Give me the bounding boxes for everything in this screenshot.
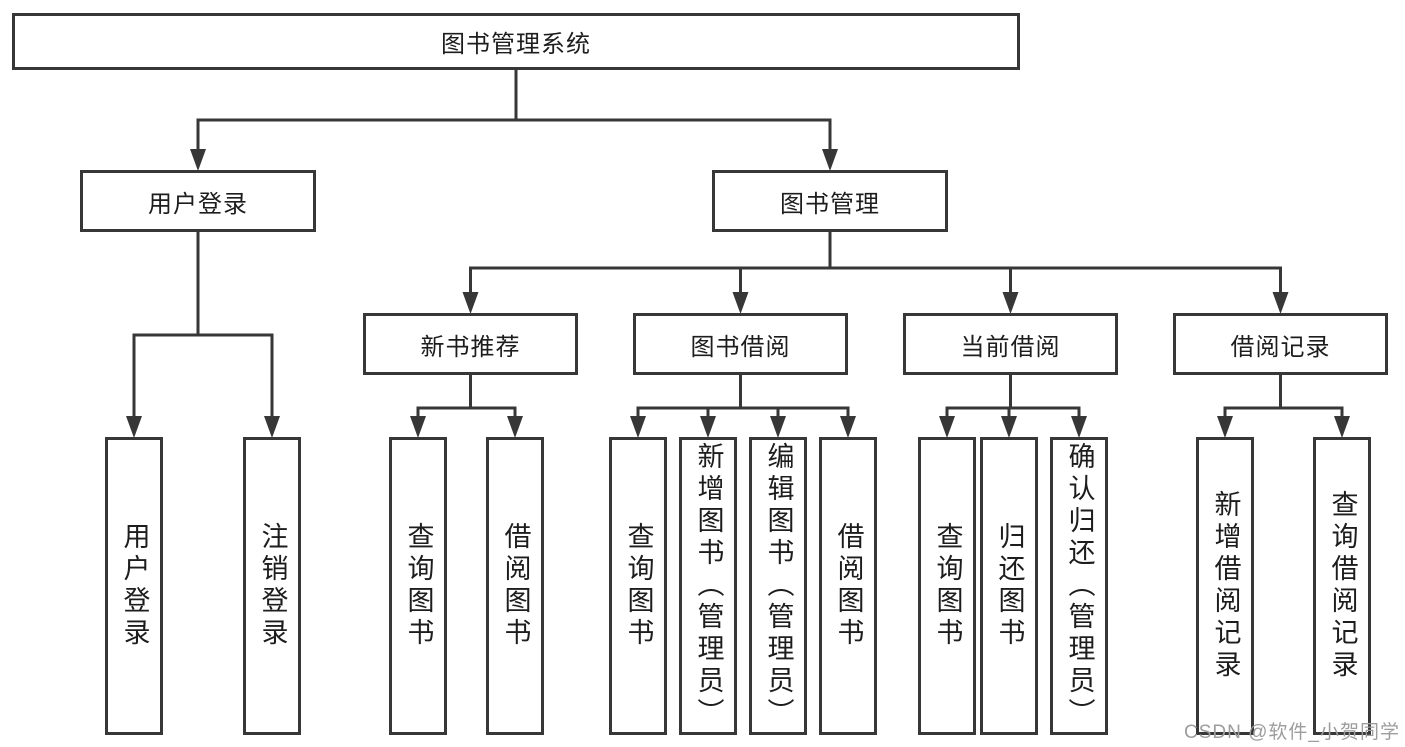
arrowhead-icon <box>840 416 856 438</box>
node-system: 图书管理系统 <box>12 13 1020 70</box>
arrowhead-icon <box>1217 416 1233 438</box>
arrowhead-icon <box>822 149 838 171</box>
arrowhead-icon <box>1272 292 1289 314</box>
arrowhead-icon <box>1071 416 1087 438</box>
arrowhead-icon <box>462 292 479 314</box>
node-login: 用户登录 <box>105 437 163 735</box>
node-label: 查询图书 <box>403 522 434 650</box>
node-bb-add-book: 新增图书（管理员） <box>679 437 737 735</box>
node-label: 借阅图书 <box>500 522 531 650</box>
arrowhead-icon <box>630 416 646 438</box>
connector-borrow-records <box>1217 373 1350 438</box>
node-label: 图书借阅 <box>690 333 791 361</box>
node-label: 用户登录 <box>119 522 150 650</box>
arrowhead-icon <box>190 149 206 171</box>
connector-system <box>190 68 838 171</box>
node-label: 借阅记录 <box>1230 333 1331 361</box>
node-user-login: 用户登录 <box>80 170 316 232</box>
connector-user-login <box>126 230 280 438</box>
node-label: 新增图书（管理员） <box>693 442 724 730</box>
node-bb-query-book: 查询图书 <box>609 437 667 735</box>
node-br-query-record: 查询借阅记录 <box>1313 437 1371 735</box>
node-nbr-query-book: 查询图书 <box>389 437 447 735</box>
node-label: 图书管理系统 <box>441 31 591 58</box>
node-label: 编辑图书（管理员） <box>763 442 794 730</box>
node-bb-borrow-book: 借阅图书 <box>819 437 877 735</box>
arrowhead-icon <box>264 416 280 438</box>
node-label: 查询借阅记录 <box>1327 490 1358 682</box>
arrowhead-icon <box>700 416 716 438</box>
connector-book-borrow <box>630 373 856 438</box>
arrowhead-icon <box>1334 416 1350 438</box>
arrowhead-icon <box>939 416 955 438</box>
node-label: 归还图书 <box>994 522 1025 650</box>
node-logout: 注销登录 <box>243 437 301 735</box>
arrowhead-icon <box>1001 416 1017 438</box>
connector-book-mgmt <box>462 230 1289 314</box>
node-label: 借阅图书 <box>833 522 864 650</box>
node-label: 确认归还（管理员） <box>1064 442 1095 730</box>
connector-new-book-rec <box>410 373 523 438</box>
node-label: 注销登录 <box>257 522 288 650</box>
node-current-borrow: 当前借阅 <box>903 313 1118 375</box>
node-label: 当前借阅 <box>960 333 1061 361</box>
node-label: 图书管理 <box>780 190 880 218</box>
node-cb-return-book: 归还图书 <box>980 437 1038 735</box>
node-bb-edit-book: 编辑图书（管理员） <box>749 437 807 735</box>
node-label: 查询图书 <box>932 522 963 650</box>
arrowhead-icon <box>507 416 523 438</box>
node-new-book-rec: 新书推荐 <box>363 313 578 375</box>
node-label: 新书推荐 <box>420 333 521 361</box>
node-cb-confirm-return: 确认归还（管理员） <box>1050 437 1108 735</box>
node-label: 新增借阅记录 <box>1210 490 1241 682</box>
watermark: CSDN @软件_小贺同学 <box>1184 722 1400 743</box>
node-book-borrow: 图书借阅 <box>633 313 848 375</box>
arrowhead-icon <box>126 416 142 438</box>
connector-current-borrow <box>939 373 1087 438</box>
node-br-add-record: 新增借阅记录 <box>1196 437 1254 735</box>
arrowhead-icon <box>732 292 749 314</box>
node-cb-query-book: 查询图书 <box>918 437 976 735</box>
arrowhead-icon <box>1002 292 1019 314</box>
node-label: 用户登录 <box>148 190 248 218</box>
node-nbr-borrow-book: 借阅图书 <box>486 437 544 735</box>
node-book-mgmt: 图书管理 <box>712 170 948 232</box>
arrowhead-icon <box>410 416 426 438</box>
node-borrow-records: 借阅记录 <box>1173 313 1388 375</box>
node-label: 查询图书 <box>623 522 654 650</box>
arrowhead-icon <box>770 416 786 438</box>
